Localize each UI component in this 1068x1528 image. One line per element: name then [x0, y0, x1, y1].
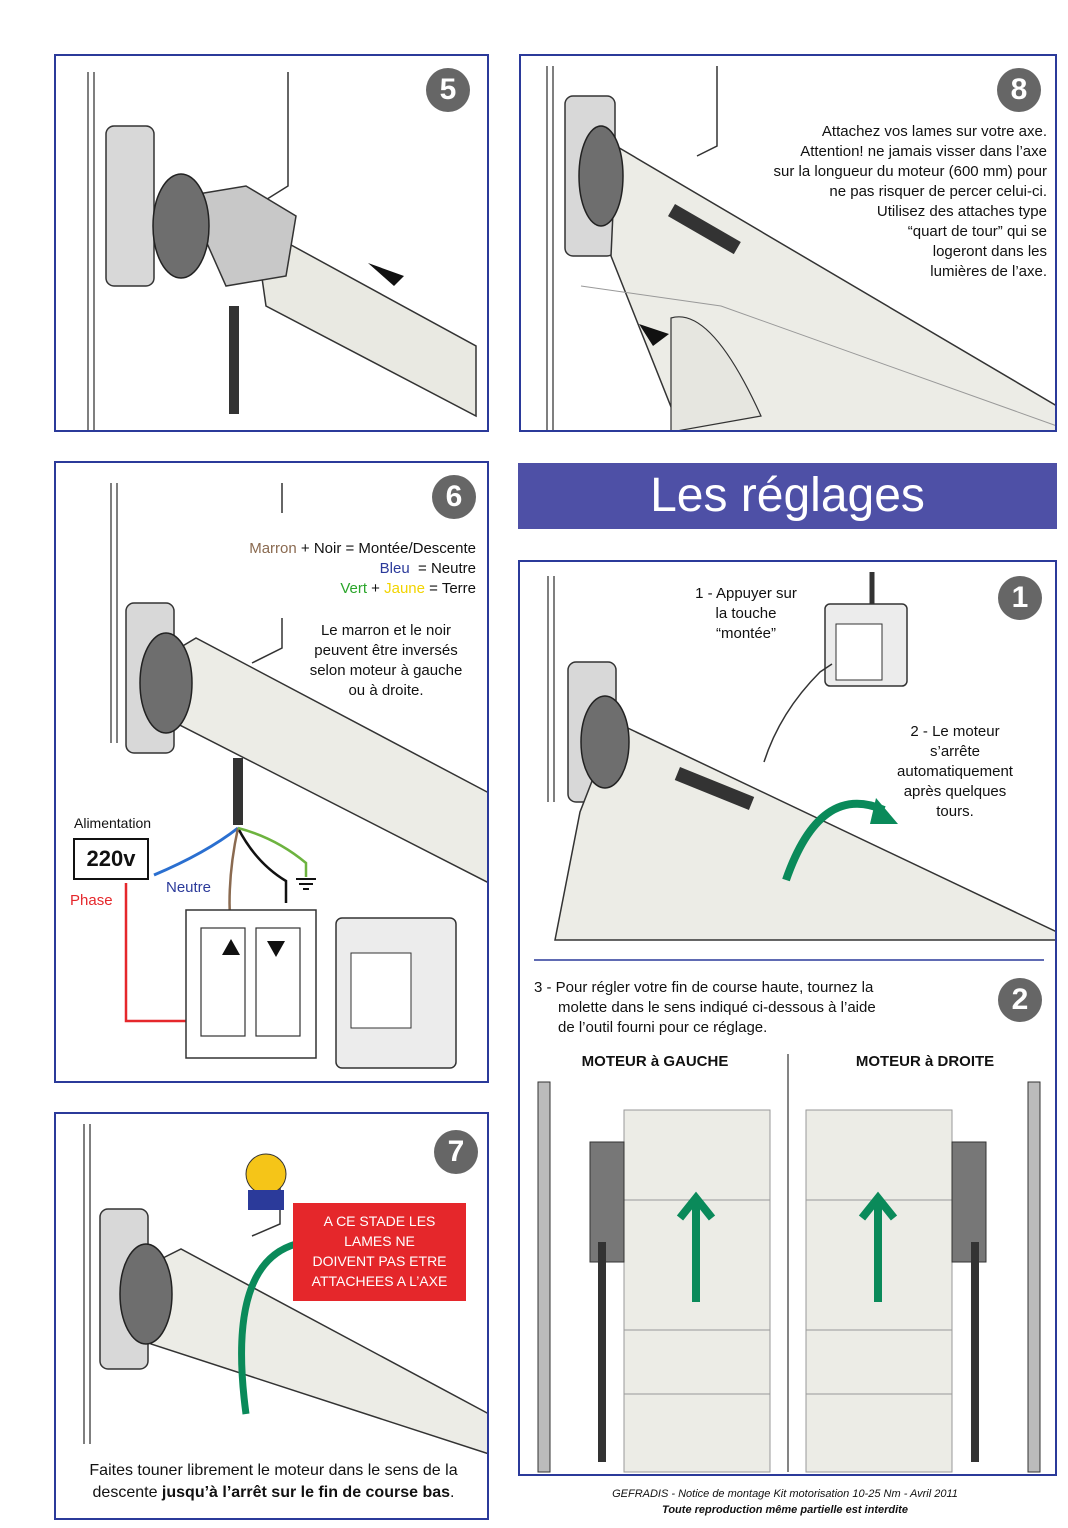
step-number: 5 — [426, 68, 470, 112]
instruction-3: 3 - Pour régler votre fin de course haut… — [534, 978, 954, 1038]
motor-right-title: MOTEUR à DROITE — [855, 1053, 995, 1070]
caption-line: descente jusqu’à l’arrêt sur le fin de c… — [66, 1482, 481, 1504]
instruction-line: 3 - Pour régler votre fin de course haut… — [534, 979, 874, 996]
step-7-panel: 7 Faites touner librement le moteur dans… — [54, 1112, 489, 1520]
warning-line: DOIVENT PAS ETRE — [312, 1253, 447, 1269]
note-line: peuvent être inversés — [314, 642, 458, 659]
step-8-instructions: Attachez vos lames sur votre axe. Attent… — [721, 122, 1047, 282]
step-7-caption: Faites touner librement le moteur dans l… — [66, 1460, 481, 1504]
note-line: ou à droite. — [348, 682, 424, 699]
section-title: Les réglages — [518, 463, 1057, 529]
instruction-line: s’arrête — [929, 743, 981, 760]
legend-text: + — [367, 580, 385, 597]
rotation-arrow-icon — [782, 799, 886, 882]
legend-text: = Neutre — [409, 560, 476, 577]
note-line: selon moteur à gauche — [309, 662, 463, 679]
blade-arrow-icon — [639, 324, 669, 346]
motor-insertion-illustration — [87, 72, 477, 430]
caption-text: . — [450, 1484, 455, 1501]
instruction-line: logeront dans les — [932, 243, 1047, 260]
wiring-legend: Marron + Noir = Montée/Descente Bleu = N… — [176, 539, 476, 599]
instruction-line: tours. — [936, 803, 974, 820]
legend-text: = Terre — [425, 580, 476, 597]
legend-text: + Noir = Montée/Descente — [296, 540, 476, 557]
wiring-illustration — [110, 483, 487, 1069]
warning-box: A CE STADE LES LAMES NE DOIVENT PAS ETRE… — [293, 1203, 466, 1301]
step-8-panel: 8 Attachez vos lames sur votre axe. Atte… — [519, 54, 1057, 432]
instruction-line: 1 - Appuyer sur — [695, 585, 797, 602]
blades-attachment-illustration — [546, 66, 1055, 430]
legend-line-brown-black: Marron + Noir = Montée/Descente — [176, 539, 476, 559]
instruction-line: 2 - Le moteur — [910, 723, 1000, 740]
instruction-line: molette dans le sens indiqué ci-dessous … — [558, 999, 876, 1016]
alimentation-label: Alimentation — [74, 815, 152, 831]
neutre-label: Neutre — [166, 879, 212, 896]
legend-line-blue: Bleu = Neutre — [176, 559, 476, 579]
warning-line: ATTACHEES A L’AXE — [311, 1273, 448, 1289]
caption-bold: jusqu’à l’arrêt sur le fin de course bas — [161, 1484, 451, 1501]
instruction-line: Attachez vos lames sur votre axe. — [821, 123, 1047, 140]
step-number: 1 — [998, 576, 1042, 620]
instruction-1: 1 - Appuyer sur la touche “montée” — [666, 584, 826, 644]
phase-label: Phase — [70, 892, 113, 909]
reglages-illustration — [534, 572, 1055, 1473]
voltage-box: 220v — [73, 838, 149, 880]
brown-label: Marron — [249, 540, 297, 557]
instruction-line: la touche — [715, 605, 777, 622]
wiring-note: Le marron et le noir peuvent être invers… — [296, 621, 476, 701]
step-number: 2 — [998, 978, 1042, 1022]
free-rotation-illustration — [83, 1124, 487, 1455]
up-arrow-icon — [858, 1191, 898, 1302]
step-number: 8 — [997, 68, 1041, 112]
yellow-label: Jaune — [384, 580, 425, 597]
instruction-line: ne pas risquer de percer celui-ci. — [829, 183, 1047, 200]
instruction-line: Utilisez des attaches type — [876, 203, 1047, 220]
instruction-line: “montée” — [715, 625, 777, 642]
footer-line-1: GEFRADIS - Notice de montage Kit motoris… — [612, 1488, 958, 1500]
instruction-line: lumières de l’axe. — [930, 263, 1047, 280]
instruction-line: Attention! ne jamais visser dans l’axe — [800, 143, 1047, 160]
instruction-line: de l’outil fourni pour ce réglage. — [558, 1019, 768, 1036]
up-arrow-icon — [676, 1191, 716, 1302]
warning-line: LAMES NE — [344, 1233, 415, 1249]
footer-line-2: Toute reproduction même partielle est in… — [662, 1504, 908, 1516]
legend-line-green-yellow: Vert + Jaune = Terre — [176, 579, 476, 599]
caption-text: descente — [92, 1484, 162, 1501]
blue-label: Bleu — [379, 560, 410, 577]
insert-arrow-icon — [368, 263, 404, 286]
warning-line: A CE STADE LES — [323, 1213, 436, 1229]
instruction-line: après quelques — [903, 783, 1007, 800]
instruction-line: sur la longueur du moteur (600 mm) pour — [773, 163, 1047, 180]
instruction-line: automatiquement — [897, 763, 1013, 780]
green-label: Vert — [340, 580, 368, 597]
instruction-line: “quart de tour” qui se — [907, 223, 1047, 240]
rotation-arrow-icon — [238, 1240, 298, 1415]
step-number: 6 — [432, 475, 476, 519]
mascot-icon — [245, 1153, 287, 1195]
motor-left-title: MOTEUR à GAUCHE — [581, 1053, 729, 1070]
note-line: Le marron et le noir — [320, 622, 452, 639]
step-5-panel: 5 — [54, 54, 489, 432]
step-6-panel: 6 Marron + Noir = Montée/Descente Bleu =… — [54, 461, 489, 1083]
step-number: 7 — [434, 1130, 478, 1174]
instruction-2: 2 - Le moteur s’arrête automatiquement a… — [880, 722, 1030, 822]
caption-line: Faites touner librement le moteur dans l… — [89, 1462, 458, 1479]
reglages-panel: 1 1 - Appuyer sur la touche “montée” 2 -… — [518, 560, 1057, 1476]
hand-icon — [763, 663, 833, 763]
